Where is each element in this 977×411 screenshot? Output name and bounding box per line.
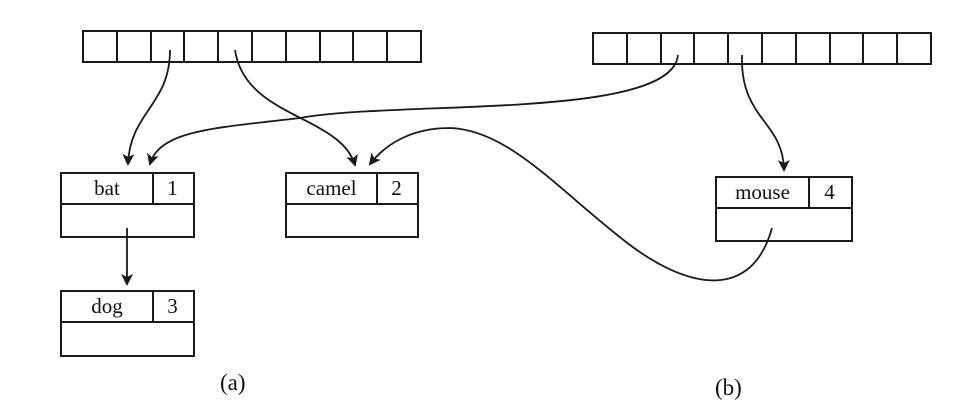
bucket-cell bbox=[662, 34, 696, 63]
bucket-array-a bbox=[82, 30, 422, 63]
caption-b: (b) bbox=[715, 375, 742, 400]
arrow-b-bucket-to-mouse bbox=[741, 54, 790, 172]
bucket-cell bbox=[831, 34, 865, 63]
node-bat-header: bat 1 bbox=[62, 174, 193, 205]
bucket-cell bbox=[219, 32, 253, 61]
node-mouse-key: mouse bbox=[717, 178, 810, 207]
bucket-cell bbox=[729, 34, 763, 63]
bucket-cell bbox=[354, 32, 389, 61]
arrow-a-bucket-to-camel bbox=[234, 49, 358, 167]
bucket-array-b bbox=[592, 32, 932, 65]
caption-a: (a) bbox=[220, 370, 246, 395]
bucket-cell bbox=[152, 32, 186, 61]
bucket-cell bbox=[185, 32, 220, 61]
node-mouse: mouse 4 bbox=[715, 176, 853, 242]
node-mouse-value: 4 bbox=[824, 180, 835, 204]
node-camel-key: camel bbox=[287, 174, 378, 203]
node-bat-key: bat bbox=[62, 174, 154, 203]
node-camel-value: 2 bbox=[391, 176, 402, 200]
node-dog-header: dog 3 bbox=[62, 292, 193, 323]
node-dog-key: dog bbox=[62, 292, 154, 321]
arrow-a-bucket-to-bat bbox=[122, 49, 171, 166]
node-mouse-header: mouse 4 bbox=[717, 178, 851, 209]
node-dog: dog 3 bbox=[60, 290, 195, 357]
bucket-cell bbox=[864, 34, 899, 63]
bucket-cell bbox=[763, 34, 797, 63]
bucket-cell bbox=[253, 32, 287, 61]
node-camel: camel 2 bbox=[285, 172, 419, 238]
node-bat-value: 1 bbox=[167, 176, 178, 200]
arrow-mouse-to-camel bbox=[368, 127, 773, 282]
node-dog-value: 3 bbox=[167, 294, 178, 318]
bucket-cell bbox=[287, 32, 321, 61]
bucket-cell bbox=[695, 34, 730, 63]
node-camel-header: camel 2 bbox=[287, 174, 417, 205]
bucket-cell bbox=[628, 34, 662, 63]
bucket-cell bbox=[594, 34, 628, 63]
bucket-cell bbox=[321, 32, 355, 61]
bucket-cell bbox=[118, 32, 152, 61]
arrow-b-bucket-to-bat bbox=[147, 54, 679, 166]
bucket-cell bbox=[797, 34, 831, 63]
bucket-cell bbox=[84, 32, 118, 61]
